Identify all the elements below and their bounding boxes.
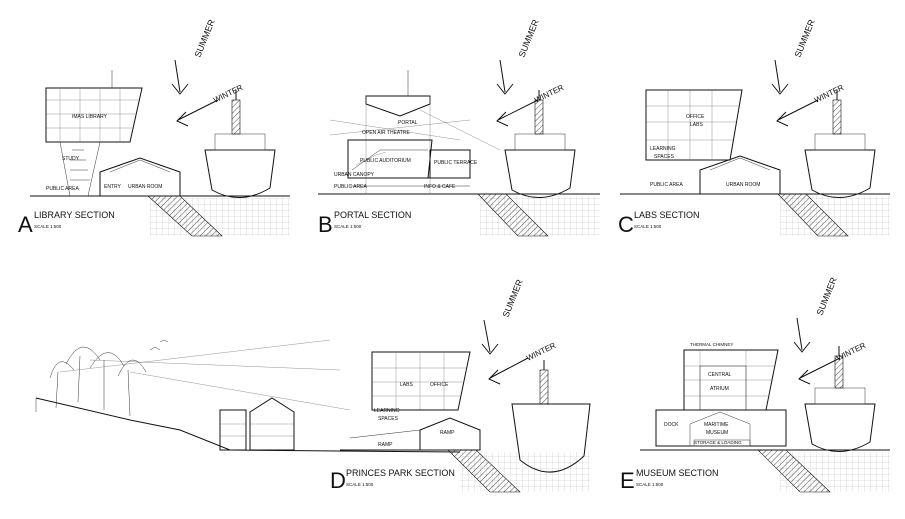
label-public-auditorium: PUBLIC AUDITORIUM — [360, 158, 411, 164]
terrace-house-2 — [249, 397, 295, 451]
winter-label: WINTER — [533, 83, 566, 105]
winter-label: WINTER — [525, 341, 558, 363]
ship-a — [204, 90, 276, 199]
sight-lines — [329, 109, 501, 151]
label-office: OFFICE — [430, 382, 449, 388]
label-public-terrace: PUBLIC TERRACE — [434, 160, 478, 166]
label-info-cafe: INFO & CAFE — [424, 184, 456, 190]
label-public-area: PUBLIC AREA — [46, 186, 79, 192]
panel-princes-park-section: SUMMER WINTER LABS OFFICE LEARNING SPACE… — [35, 277, 591, 493]
section-scale: SCALE 1:500 — [634, 224, 662, 229]
section-scale: SCALE 1:500 — [334, 224, 362, 229]
label-portal: PORTAL — [398, 120, 418, 126]
winter-sun-arrow — [177, 99, 219, 121]
label-learning: LEARNING — [374, 408, 400, 414]
library-volume — [45, 87, 143, 143]
section-title: PORTAL SECTION — [334, 210, 411, 220]
section-scale: SCALE 1:500 — [346, 482, 374, 487]
summer-label: SUMMER — [193, 17, 217, 58]
label-museum: MUSEUM — [706, 430, 728, 436]
library-floors — [46, 88, 139, 142]
portal-canopy — [365, 95, 431, 117]
ship-c — [804, 90, 876, 199]
section-title: LIBRARY SECTION — [34, 210, 115, 220]
princes-park-volume — [371, 351, 471, 411]
terrace-house-1 — [219, 409, 247, 451]
label-spaces: SPACES — [378, 416, 399, 422]
label-imas-library: IMAS LIBRARY — [72, 114, 108, 120]
label-labs: LABS — [690, 122, 703, 128]
summer-label: SUMMER — [501, 277, 525, 318]
section-title: LABS SECTION — [634, 210, 700, 220]
section-letter: A — [18, 212, 33, 237]
label-public-area: PUBLIC AREA — [334, 184, 367, 190]
stair-core — [59, 141, 101, 197]
panel-library-section: SUMMER WINTER IMAS LIBRARY STUDY PUBLIC … — [18, 17, 290, 237]
label-central: CENTRAL — [708, 372, 732, 378]
park-terrain — [35, 397, 461, 453]
section-letter: E — [620, 468, 635, 493]
panel-labs-section: SUMMER WINTER OFFICE LABS LEARNING SPACE… — [618, 17, 890, 237]
panel-portal-section: SUMMER WINTER PORTAL OPEN AIR THEATRE PU… — [318, 17, 600, 237]
label-dock: DOCK — [664, 422, 679, 428]
label-urban-room: URBAN ROOM — [128, 184, 162, 190]
label-labs: LABS — [400, 382, 413, 388]
label-entry: ENTRY — [104, 184, 122, 190]
label-ramp-2: RAMP — [440, 430, 455, 436]
urban-room-shed — [99, 157, 181, 197]
ship-b — [504, 90, 576, 199]
ship-e — [804, 346, 876, 453]
label-urban-room: URBAN ROOM — [726, 182, 760, 188]
section-title: MUSEUM SECTION — [636, 468, 719, 478]
label-storage-loading: STORAGE & LOADING — [694, 440, 742, 445]
section-letter: B — [318, 212, 333, 237]
label-public-area: PUBLIC AREA — [650, 182, 683, 188]
label-open-air-theatre: OPEN AIR THEATRE — [362, 130, 411, 136]
panel-museum-section: SUMMER WINTER THERMAL CHIMNEY CENTRAL AT… — [620, 275, 890, 493]
label-office: OFFICE — [686, 114, 705, 120]
summer-label: SUMMER — [517, 17, 541, 58]
label-maritime: MARITIME — [704, 422, 729, 428]
section-scale: SCALE 1:500 — [636, 482, 664, 487]
section-letter: C — [618, 212, 634, 237]
label-urban-canopy: URBAN CANOPY — [334, 172, 375, 178]
label-spaces: SPACES — [654, 154, 675, 160]
summer-sun-arrow — [174, 59, 181, 93]
section-scale: SCALE 1:500 — [34, 224, 62, 229]
ship-d — [511, 360, 591, 473]
label-atrium: ATRIUM — [710, 386, 729, 392]
label-ramp: RAMP — [378, 442, 393, 448]
label-study: STUDY — [62, 156, 80, 162]
section-title: PRINCES PARK SECTION — [346, 468, 455, 478]
park-trees — [49, 346, 147, 417]
section-letter: D — [330, 468, 346, 493]
label-learning: LEARNING — [650, 146, 676, 152]
summer-label: SUMMER — [815, 275, 839, 316]
winter-label: WINTER — [835, 341, 868, 363]
summer-label: SUMMER — [793, 17, 817, 58]
label-thermal-chimney: THERMAL CHIMNEY — [690, 342, 733, 347]
